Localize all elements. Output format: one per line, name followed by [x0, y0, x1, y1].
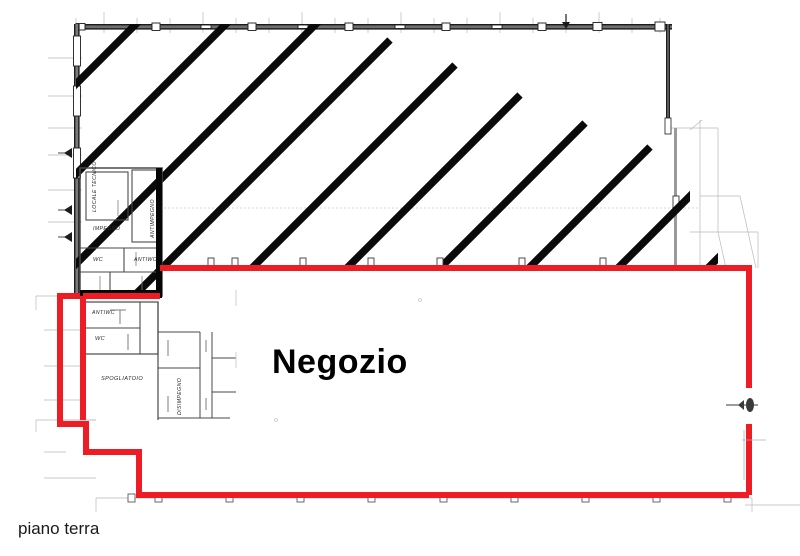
pilaster-markers	[207, 257, 607, 271]
exterior-wall-top	[75, 14, 672, 32]
section-marker-icon	[562, 14, 570, 29]
room-label-wc-upper: WC	[93, 257, 104, 263]
right-edge-ticks	[742, 430, 766, 480]
negozio-boundary-left	[80, 293, 160, 420]
room-label-locale-tecnico: LOCALE TECNICO	[92, 161, 98, 212]
room-label-disimpegno: DISIMPEGNO	[177, 377, 183, 415]
entrance-door-icon	[726, 398, 758, 412]
room-label-antimpegno: ANTIMPEGNO	[150, 199, 156, 238]
room-label-antiwc-upper: ANTIWC	[134, 257, 157, 263]
room-label-wc-lower: WC	[95, 336, 106, 342]
room-label-spogliatoio: SPOGLIATOIO	[101, 376, 144, 382]
door-symbol-icon	[58, 148, 72, 242]
negozio-area-label: Negozio	[272, 343, 408, 381]
negozio-boundary-outline	[57, 265, 752, 498]
room-label-impegno: IMPEGNO	[93, 226, 121, 232]
floor-caption: piano terra	[18, 519, 100, 538]
exterior-wall-left	[58, 24, 81, 296]
interior-partitions-lower	[83, 301, 236, 420]
exterior-wall-right	[664, 24, 680, 268]
room-label-antiwc-lower: ANTIWC	[92, 310, 115, 316]
shop-floor-marks	[235, 290, 422, 422]
